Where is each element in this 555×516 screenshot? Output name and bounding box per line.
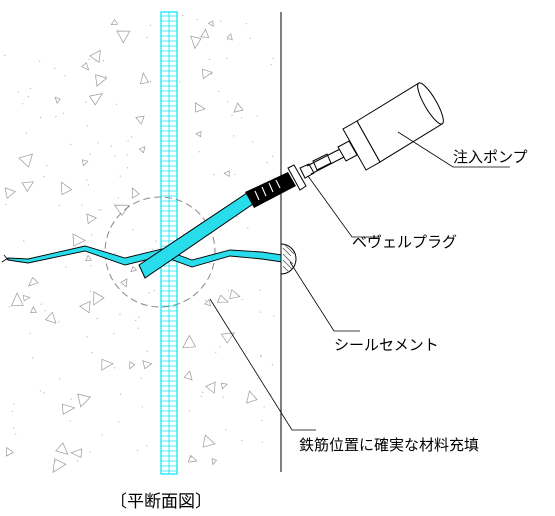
seal-cement bbox=[280, 243, 297, 275]
rebar-hatch bbox=[161, 15, 177, 472]
plug-label: ベヴェルプラグ bbox=[352, 233, 457, 251]
seal-leader bbox=[289, 261, 360, 332]
pump-leader bbox=[397, 131, 510, 168]
target-zone-circle bbox=[104, 196, 216, 308]
crack-tail bbox=[1, 254, 9, 263]
leader-lines bbox=[209, 131, 510, 431]
injection-pump-icon bbox=[337, 82, 444, 171]
pump-label: 注入ポンプ bbox=[453, 148, 528, 166]
fill-label: 鉄筋位置に確実な材料充填 bbox=[299, 436, 479, 454]
bevel-plug-icon bbox=[245, 148, 345, 208]
fill-leader bbox=[209, 298, 316, 431]
plug-leader bbox=[307, 175, 380, 238]
seal-label: シールセメント bbox=[334, 336, 439, 354]
diagram-caption: 〔平断面図〕 bbox=[110, 492, 212, 512]
concrete-aggregate-texture bbox=[4, 14, 275, 473]
